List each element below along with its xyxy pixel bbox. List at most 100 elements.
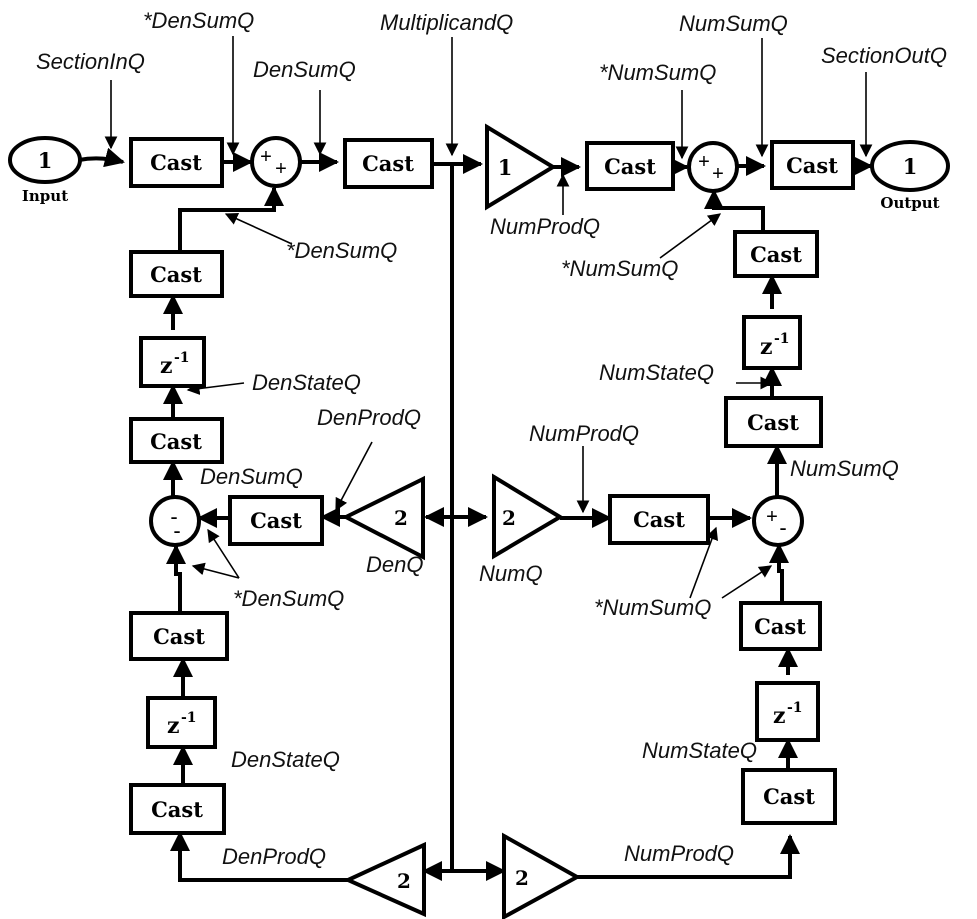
cast-den-prod-mid[interactable] bbox=[228, 495, 324, 546]
label-multiplicand-q: MultiplicandQ bbox=[380, 10, 513, 35]
label-den-prod-q-bottom: DenProdQ bbox=[222, 844, 326, 869]
cast-num-state-upper[interactable] bbox=[724, 396, 823, 448]
label-num-sum-q-star-top: *NumSumQ bbox=[599, 60, 716, 85]
delay-den-lower[interactable] bbox=[146, 696, 217, 749]
cast-label: Cast bbox=[750, 242, 802, 267]
label-den-sum-q-star-mid: *DenSumQ bbox=[233, 586, 344, 611]
cast-section-out[interactable] bbox=[770, 140, 855, 190]
delay-exponent: -1 bbox=[181, 710, 197, 726]
gain-forward[interactable] bbox=[485, 123, 557, 211]
gain-num-bottom[interactable] bbox=[502, 832, 582, 919]
label-den-q: DenQ bbox=[366, 552, 423, 577]
cast-label: Cast bbox=[150, 429, 202, 454]
cast-den-state-upper[interactable] bbox=[129, 417, 224, 464]
gain-num-mid-value: 2 bbox=[502, 506, 516, 530]
num-sum-lower-minus: - bbox=[779, 515, 786, 540]
delay-exponent: -1 bbox=[174, 350, 190, 366]
pointer-den-sum-q-star-mid-a bbox=[207, 528, 240, 579]
cast-num-lower[interactable] bbox=[739, 601, 822, 651]
cast-after-den-sum[interactable] bbox=[343, 138, 434, 189]
cast-label: Cast bbox=[604, 154, 656, 179]
cast-den-lower[interactable] bbox=[129, 611, 229, 661]
num-sum-top[interactable] bbox=[687, 141, 739, 193]
wire-num-cast-to-sum bbox=[769, 543, 789, 603]
annotation-labels: *DenSumQ SectionInQ DenSumQ Multiplicand… bbox=[36, 8, 947, 869]
cast-section-in[interactable] bbox=[129, 137, 224, 188]
cast-label: Cast bbox=[763, 784, 815, 809]
num-sum-top-sign: + bbox=[712, 163, 724, 185]
gain-num-bottom-value: 2 bbox=[515, 866, 529, 890]
label-den-state-q-upper: DenStateQ bbox=[252, 370, 361, 395]
input-port-number: 1 bbox=[38, 148, 53, 173]
cast-num-prod-mid[interactable] bbox=[608, 494, 710, 545]
cast-label: Cast bbox=[786, 153, 838, 178]
den-sum-top[interactable] bbox=[250, 136, 302, 188]
input-port[interactable] bbox=[8, 136, 82, 184]
pointer-num-sum-q-star-mid-b bbox=[721, 565, 773, 599]
pointer-den-sum-q-star-mid-b bbox=[191, 562, 240, 579]
delay-num-upper[interactable] bbox=[742, 315, 802, 370]
pointer-den-prod-q-mid bbox=[335, 441, 373, 512]
cast-label: Cast bbox=[362, 151, 414, 176]
sum-signs: + + + + - - + - bbox=[170, 146, 786, 543]
den-sum-lower[interactable] bbox=[149, 495, 201, 547]
output-port[interactable] bbox=[870, 140, 950, 192]
label-den-state-q-lower: DenStateQ bbox=[231, 747, 340, 772]
cast-label: Cast bbox=[150, 150, 202, 175]
gain-den-mid[interactable] bbox=[341, 475, 425, 561]
label-section-in-q: SectionInQ bbox=[36, 49, 145, 74]
output-port-label: Output bbox=[880, 194, 939, 212]
delay-z: z bbox=[160, 353, 173, 379]
cast-label: Cast bbox=[754, 614, 806, 639]
blocks bbox=[8, 123, 950, 919]
label-num-sum-q-star-mid: *NumSumQ bbox=[594, 595, 711, 620]
gain-forward-value: 1 bbox=[498, 155, 513, 180]
label-num-q: NumQ bbox=[479, 561, 543, 586]
gain-den-bottom[interactable] bbox=[343, 841, 426, 918]
delay-num-lower[interactable] bbox=[755, 681, 820, 742]
pointer-num-sum-q-star-right bbox=[659, 213, 722, 259]
label-num-prod-q-top: NumProdQ bbox=[490, 214, 600, 239]
label-num-state-q-upper: NumStateQ bbox=[599, 360, 714, 385]
label-num-sum-q-star-right: *NumSumQ bbox=[561, 256, 678, 281]
den-sum-top-sign: + bbox=[275, 158, 287, 180]
delay-exponent: -1 bbox=[774, 331, 790, 347]
cast-den-state-lower[interactable] bbox=[129, 783, 226, 835]
label-den-sum-q-top: DenSumQ bbox=[253, 57, 356, 82]
delay-z: z bbox=[760, 334, 773, 360]
cast-label: Cast bbox=[150, 262, 202, 287]
cast-label: Cast bbox=[250, 508, 302, 533]
wire-den-cast-to-sum bbox=[166, 544, 186, 613]
pointer-den-state-q-upper bbox=[186, 382, 245, 395]
cast-num-feedback[interactable] bbox=[733, 230, 819, 278]
gain-num-mid[interactable] bbox=[492, 473, 564, 560]
cast-label: Cast bbox=[747, 410, 799, 435]
label-den-prod-q-mid: DenProdQ bbox=[317, 405, 421, 430]
cast-label: Cast bbox=[633, 507, 685, 532]
label-num-sum-q-top: NumSumQ bbox=[679, 11, 788, 36]
delay-exponent: -1 bbox=[787, 700, 803, 716]
label-section-out-q: SectionOutQ bbox=[821, 43, 947, 68]
output-port-number: 1 bbox=[903, 154, 918, 179]
label-num-prod-q-bottom: NumProdQ bbox=[624, 841, 734, 866]
pointer-den-sum-q-star-left bbox=[224, 212, 293, 245]
delay-z: z bbox=[167, 713, 180, 739]
den-sum-lower-sign: - bbox=[173, 518, 180, 543]
label-den-sum-q-star-left: *DenSumQ bbox=[286, 238, 397, 263]
annotation-pointers bbox=[104, 36, 873, 599]
pointer-num-sum-q-star-mid-a bbox=[689, 526, 718, 599]
delay-z: z bbox=[773, 703, 786, 729]
wire-den-feedback bbox=[178, 186, 284, 252]
num-sum-lower-plus: + bbox=[766, 506, 778, 528]
den-sum-top-sign: + bbox=[260, 146, 272, 168]
wire-dengain-bottom-to-cast bbox=[170, 831, 348, 882]
cast-after-num-prod[interactable] bbox=[585, 141, 675, 191]
wire-num-feedback bbox=[704, 189, 765, 232]
cast-den-feedback[interactable] bbox=[129, 250, 224, 298]
delay-den-upper[interactable] bbox=[139, 336, 206, 388]
num-sum-lower[interactable] bbox=[752, 495, 804, 547]
cast-label: Cast bbox=[151, 797, 203, 822]
cast-num-state-lower[interactable] bbox=[741, 768, 837, 825]
